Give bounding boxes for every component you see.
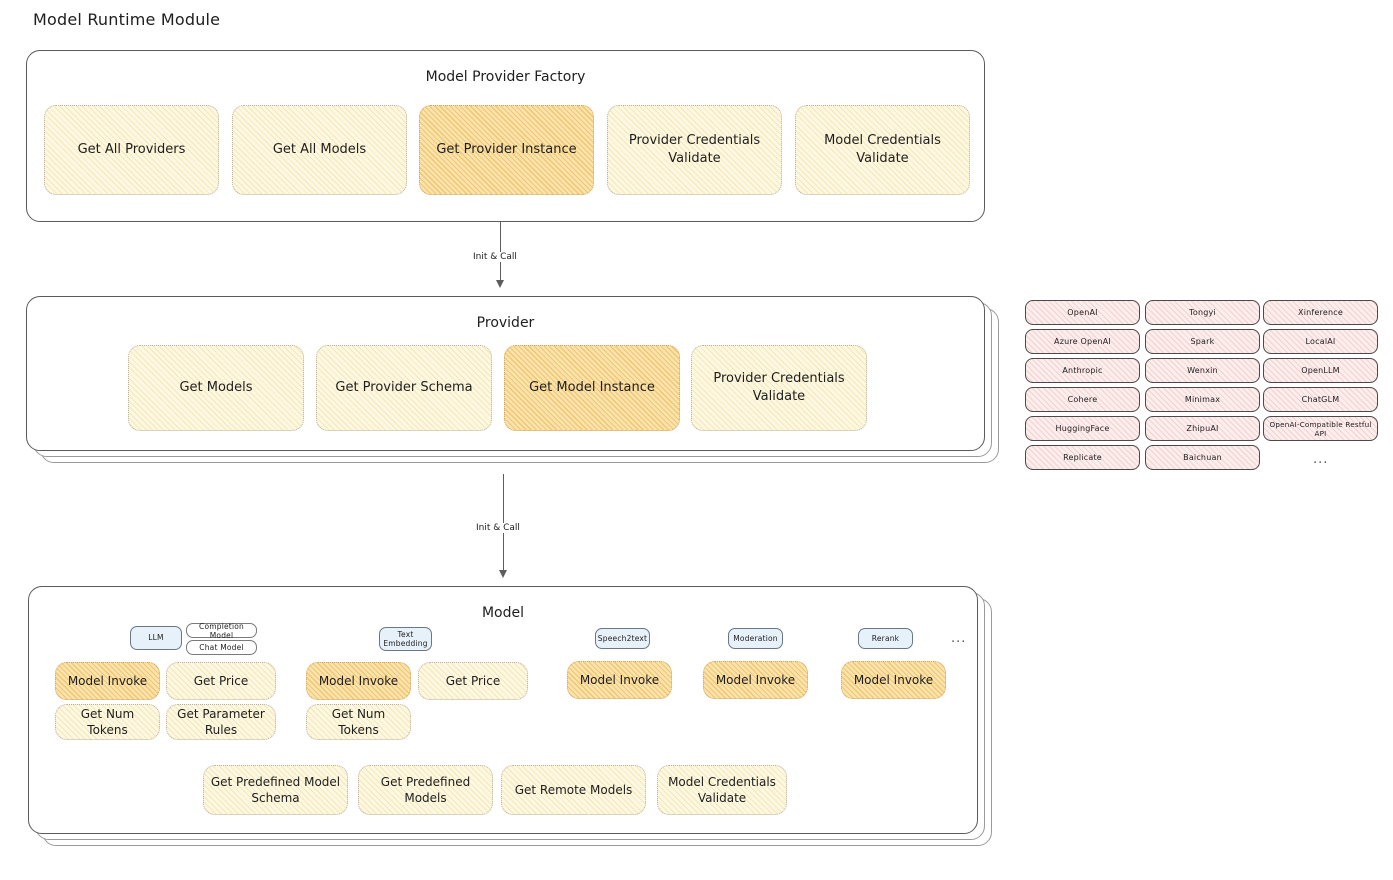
provider-chip-cohere[interactable]: Cohere xyxy=(1025,387,1140,412)
provider-card-get-models[interactable]: Get Models xyxy=(128,345,304,431)
model-card-moderation-model-invoke[interactable]: Model Invoke xyxy=(703,661,808,699)
arrow-provider-to-model-label: Init & Call xyxy=(473,523,523,533)
model-card-text-embedding-get-num-tokens[interactable]: Get Num Tokens xyxy=(306,704,411,740)
provider-chip-wenxin[interactable]: Wenxin xyxy=(1145,358,1260,383)
model-badge-llm[interactable]: LLM xyxy=(130,626,182,650)
model-card-llm-get-num-tokens[interactable]: Get Num Tokens xyxy=(55,704,160,740)
model-badge-rerank[interactable]: Rerank xyxy=(858,628,913,649)
factory-card-model-credentials-validate[interactable]: Model Credentials Validate xyxy=(795,105,970,195)
provider-card-get-model-instance[interactable]: Get Model Instance xyxy=(504,345,680,431)
model-card-rerank-model-invoke[interactable]: Model Invoke xyxy=(841,661,946,699)
factory-card-get-all-models[interactable]: Get All Models xyxy=(232,105,407,195)
provider-chip-spark[interactable]: Spark xyxy=(1145,329,1260,354)
model-badge-completion-model[interactable]: Completion Model xyxy=(186,622,257,640)
provider-chip-xinference[interactable]: Xinference xyxy=(1263,300,1378,325)
provider-chip-openai-compatible-restful-api[interactable]: OpenAI-Compatible Restful API xyxy=(1263,416,1378,441)
model-card-llm-get-price[interactable]: Get Price xyxy=(166,662,276,700)
model-badge-text-embedding[interactable]: Text Embedding xyxy=(379,627,432,651)
provider-chip-openai[interactable]: OpenAI xyxy=(1025,300,1140,325)
model-card-text-embedding-get-price[interactable]: Get Price xyxy=(418,662,528,700)
arrow-factory-to-provider-label: Init & Call xyxy=(470,252,520,262)
model-title: Model xyxy=(481,605,525,621)
provider-chip-localai[interactable]: LocalAI xyxy=(1263,329,1378,354)
factory-card-provider-credentials-validate[interactable]: Provider Credentials Validate xyxy=(607,105,782,195)
model-groups-more-indicator: ... xyxy=(951,631,967,646)
provider-chip-zhipuai[interactable]: ZhipuAI xyxy=(1145,416,1260,441)
provider-chip-huggingface[interactable]: HuggingFace xyxy=(1025,416,1140,441)
factory-card-get-provider-instance[interactable]: Get Provider Instance xyxy=(419,105,594,195)
model-card-speech2text-model-invoke[interactable]: Model Invoke xyxy=(567,661,672,699)
provider-card-get-provider-schema[interactable]: Get Provider Schema xyxy=(316,345,492,431)
model-card-text-embedding-model-invoke[interactable]: Model Invoke xyxy=(306,662,411,700)
provider-title: Provider xyxy=(476,315,535,331)
model-badge-chat-model[interactable]: Chat Model xyxy=(186,640,257,655)
arrow-provider-to-model-head xyxy=(498,570,507,578)
factory-title: Model Provider Factory xyxy=(425,69,586,85)
model-badge-speech2text[interactable]: Speech2text xyxy=(595,628,650,649)
provider-chip-tongyi[interactable]: Tongyi xyxy=(1145,300,1260,325)
provider-chip-baichuan[interactable]: Baichuan xyxy=(1145,445,1260,470)
arrow-factory-to-provider-head xyxy=(495,280,504,288)
provider-chip-openllm[interactable]: OpenLLM xyxy=(1263,358,1378,383)
provider-list-more-indicator: ... xyxy=(1313,452,1329,467)
provider-chip-minimax[interactable]: Minimax xyxy=(1145,387,1260,412)
model-card-llm-model-invoke-hl[interactable]: Model Invoke xyxy=(55,662,160,700)
page-title: Model Runtime Module xyxy=(33,10,221,29)
model-card-get-predefined-models[interactable]: Get Predefined Models xyxy=(358,765,493,815)
provider-chip-replicate[interactable]: Replicate xyxy=(1025,445,1140,470)
model-card-model-credentials-validate[interactable]: Model Credentials Validate xyxy=(657,765,787,815)
provider-card-provider-credentials-validate[interactable]: Provider Credentials Validate xyxy=(691,345,867,431)
model-card-llm-get-parameter-rules[interactable]: Get Parameter Rules xyxy=(166,704,276,740)
model-badge-moderation[interactable]: Moderation xyxy=(728,628,783,649)
model-card-get-predefined-model-schema[interactable]: Get Predefined Model Schema xyxy=(203,765,348,815)
provider-chip-chatglm[interactable]: ChatGLM xyxy=(1263,387,1378,412)
model-card-get-remote-models[interactable]: Get Remote Models xyxy=(501,765,646,815)
provider-chip-anthropic[interactable]: Anthropic xyxy=(1025,358,1140,383)
factory-card-get-all-providers[interactable]: Get All Providers xyxy=(44,105,219,195)
provider-chip-azure-openai[interactable]: Azure OpenAI xyxy=(1025,329,1140,354)
